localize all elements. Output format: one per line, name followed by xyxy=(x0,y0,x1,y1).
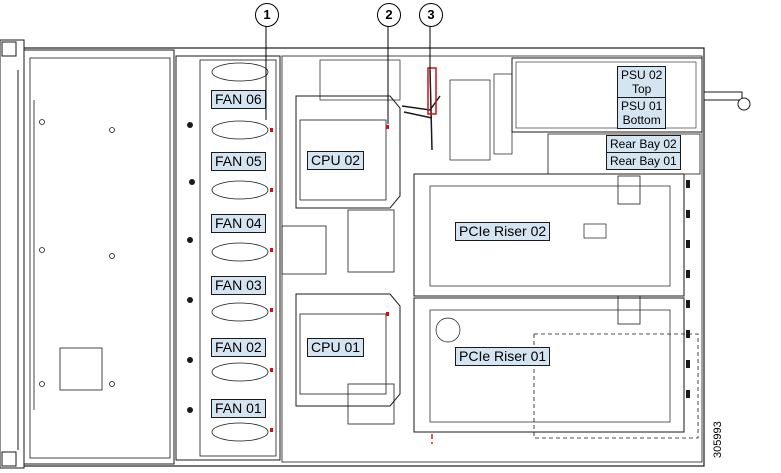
psu-02-label: PSU 02 Top xyxy=(617,66,667,98)
cpu-01-label: CPU 01 xyxy=(307,338,365,357)
rear-bay-01-label: Rear Bay 01 xyxy=(606,152,681,170)
drive-window xyxy=(59,347,103,391)
fan-04-label: FAN 04 xyxy=(211,214,266,233)
front-handle-bottom xyxy=(1,451,17,467)
center-connector-block xyxy=(281,225,327,275)
figure-number: 305993 xyxy=(712,421,724,458)
fan-05-label: FAN 05 xyxy=(211,152,266,171)
fan-red-markers xyxy=(270,128,273,432)
fan-06-label: FAN 06 xyxy=(211,90,266,109)
psu-handle xyxy=(703,91,743,101)
drive-cage-inner xyxy=(29,57,171,459)
drive-bay-area xyxy=(23,49,175,465)
drive-screws xyxy=(39,119,115,387)
front-bezel xyxy=(0,39,25,469)
front-handle xyxy=(1,41,17,57)
pcie-riser-01-label: PCIe Riser 01 xyxy=(455,347,551,366)
fan-02-label: FAN 02 xyxy=(211,338,266,357)
rear-vents xyxy=(686,180,690,398)
callout-2: 2 xyxy=(377,3,401,27)
psu-02-position: Top xyxy=(632,82,652,96)
psu-01-name: PSU 01 xyxy=(621,99,663,113)
rear-bay-02-label: Rear Bay 02 xyxy=(606,135,681,153)
fan-cables xyxy=(187,122,195,413)
fan-03-label: FAN 03 xyxy=(211,276,266,295)
cpu-02-label: CPU 02 xyxy=(307,151,365,170)
callout-3: 3 xyxy=(419,3,443,27)
callout-1: 1 xyxy=(255,3,279,27)
psu-01-label: PSU 01 Bottom xyxy=(617,97,667,129)
fan-rotors xyxy=(211,62,269,442)
riser1-dashed-region xyxy=(533,333,699,439)
fan-01-label: FAN 01 xyxy=(211,399,266,418)
pcie-riser-02-label: PCIe Riser 02 xyxy=(455,222,551,241)
psu-bay xyxy=(511,57,703,133)
psu-01-position: Bottom xyxy=(622,113,661,127)
psu-02-name: PSU 02 xyxy=(621,68,663,82)
